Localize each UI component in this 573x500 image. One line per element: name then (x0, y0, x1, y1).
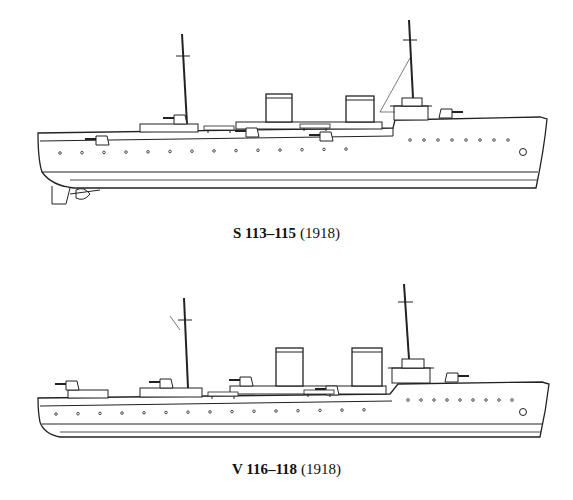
porthole (121, 412, 124, 415)
porthole (99, 412, 102, 415)
caption: S 113–115 (1918) (0, 224, 573, 242)
year-caption: (1918) (300, 225, 340, 241)
ship-class-caption: S 113–115 (233, 225, 296, 241)
porthole (81, 151, 84, 154)
porthole (213, 150, 216, 153)
porthole (472, 399, 475, 402)
porthole (191, 150, 194, 153)
porthole (253, 410, 256, 413)
porthole (257, 149, 260, 152)
porthole (125, 151, 128, 154)
porthole (507, 139, 510, 142)
porthole (493, 139, 496, 142)
porthole (451, 139, 454, 142)
porthole (279, 149, 282, 152)
porthole (301, 148, 304, 151)
porthole (433, 399, 436, 402)
porthole (511, 399, 514, 402)
porthole (345, 148, 348, 151)
porthole (319, 409, 322, 412)
porthole (165, 411, 168, 414)
porthole (465, 139, 468, 142)
porthole (147, 151, 150, 154)
porthole (323, 148, 326, 151)
ship-class-caption: V 116–118 (232, 461, 297, 477)
porthole (209, 411, 212, 414)
porthole (498, 399, 501, 402)
porthole (143, 412, 146, 415)
porthole (446, 399, 449, 402)
porthole (407, 399, 410, 402)
porthole-row (55, 139, 514, 416)
porthole (459, 399, 462, 402)
porthole (275, 410, 278, 413)
porthole (187, 411, 190, 414)
porthole (437, 139, 440, 142)
caption: V 116–118 (1918) (0, 460, 573, 478)
porthole (169, 150, 172, 153)
destroyer-profile (38, 284, 549, 437)
porthole (235, 149, 238, 152)
porthole (485, 399, 488, 402)
porthole (77, 412, 80, 415)
porthole (479, 139, 482, 142)
porthole (341, 409, 344, 412)
porthole (363, 409, 366, 412)
porthole (59, 152, 62, 155)
year-caption: (1918) (301, 461, 341, 477)
porthole (55, 413, 58, 416)
porthole (297, 409, 300, 412)
porthole (423, 139, 426, 142)
destroyer-profile (38, 20, 547, 204)
porthole (409, 139, 412, 142)
porthole (420, 399, 423, 402)
porthole (231, 410, 234, 413)
porthole (103, 151, 106, 154)
